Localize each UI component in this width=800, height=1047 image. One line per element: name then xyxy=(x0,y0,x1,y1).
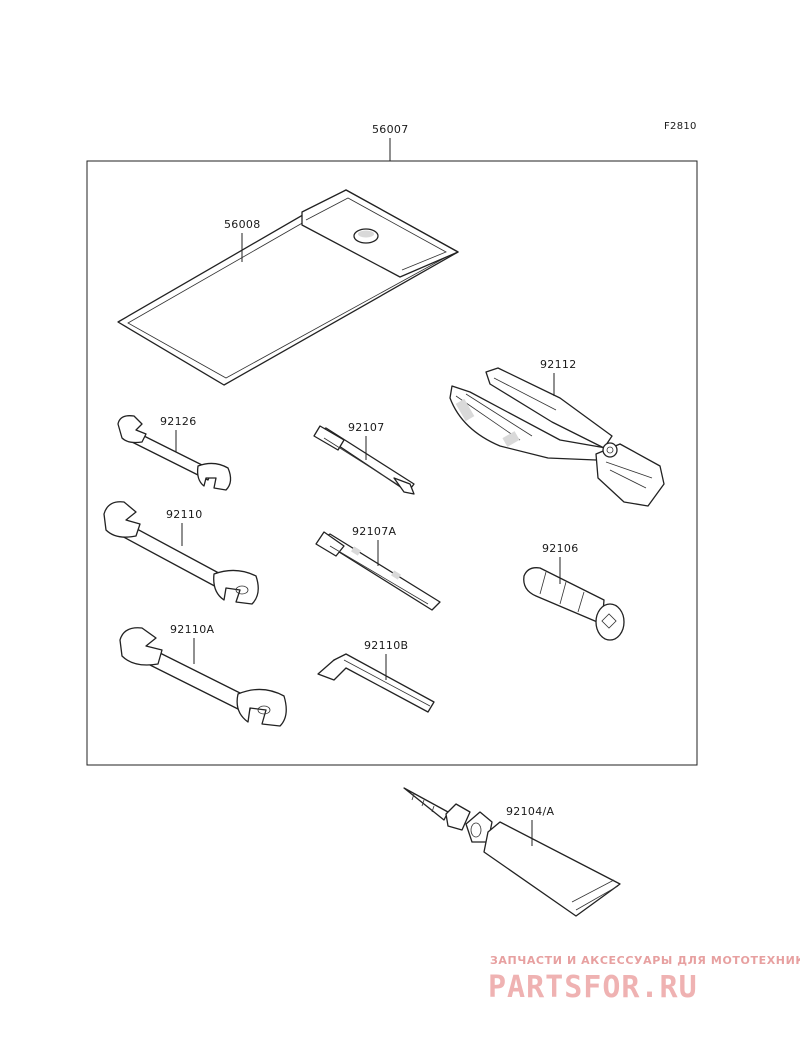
wrench-small[interactable] xyxy=(117,415,232,491)
watermark-tagline: ЗАПЧАСТИ И АКСЕССУАРЫ ДЛЯ МОТОТЕХНИКИ xyxy=(490,954,800,967)
callout-92110[interactable]: 92110 xyxy=(166,508,203,521)
grease-tube[interactable] xyxy=(403,787,621,917)
callout-56008[interactable]: 56008 xyxy=(224,218,261,231)
callout-56007[interactable]: 56007 xyxy=(372,123,409,136)
pliers[interactable] xyxy=(449,367,665,507)
wrench-large[interactable] xyxy=(119,627,287,727)
callout-92107A[interactable]: 92107A xyxy=(352,525,396,538)
screwdriver-flat[interactable] xyxy=(315,531,441,611)
callout-92126[interactable]: 92126 xyxy=(160,415,197,428)
kit-frame xyxy=(86,160,698,766)
callout-92110A[interactable]: 92110A xyxy=(170,623,214,636)
callout-92110B[interactable]: 92110B xyxy=(364,639,408,652)
hex-key[interactable] xyxy=(317,653,435,713)
screwdriver-phillips[interactable] xyxy=(313,425,415,495)
spark-plug-socket[interactable] xyxy=(523,567,625,641)
wrench-medium[interactable] xyxy=(103,501,259,605)
callout-92104A[interactable]: 92104/A xyxy=(506,805,554,818)
callout-92112[interactable]: 92112 xyxy=(540,358,577,371)
tool-bag[interactable] xyxy=(117,189,459,386)
callout-92107[interactable]: 92107 xyxy=(348,421,385,434)
callout-92106[interactable]: 92106 xyxy=(542,542,579,555)
figure-code: F2810 xyxy=(664,121,697,132)
watermark-logo: PARTSFOR.RU xyxy=(488,970,698,1005)
